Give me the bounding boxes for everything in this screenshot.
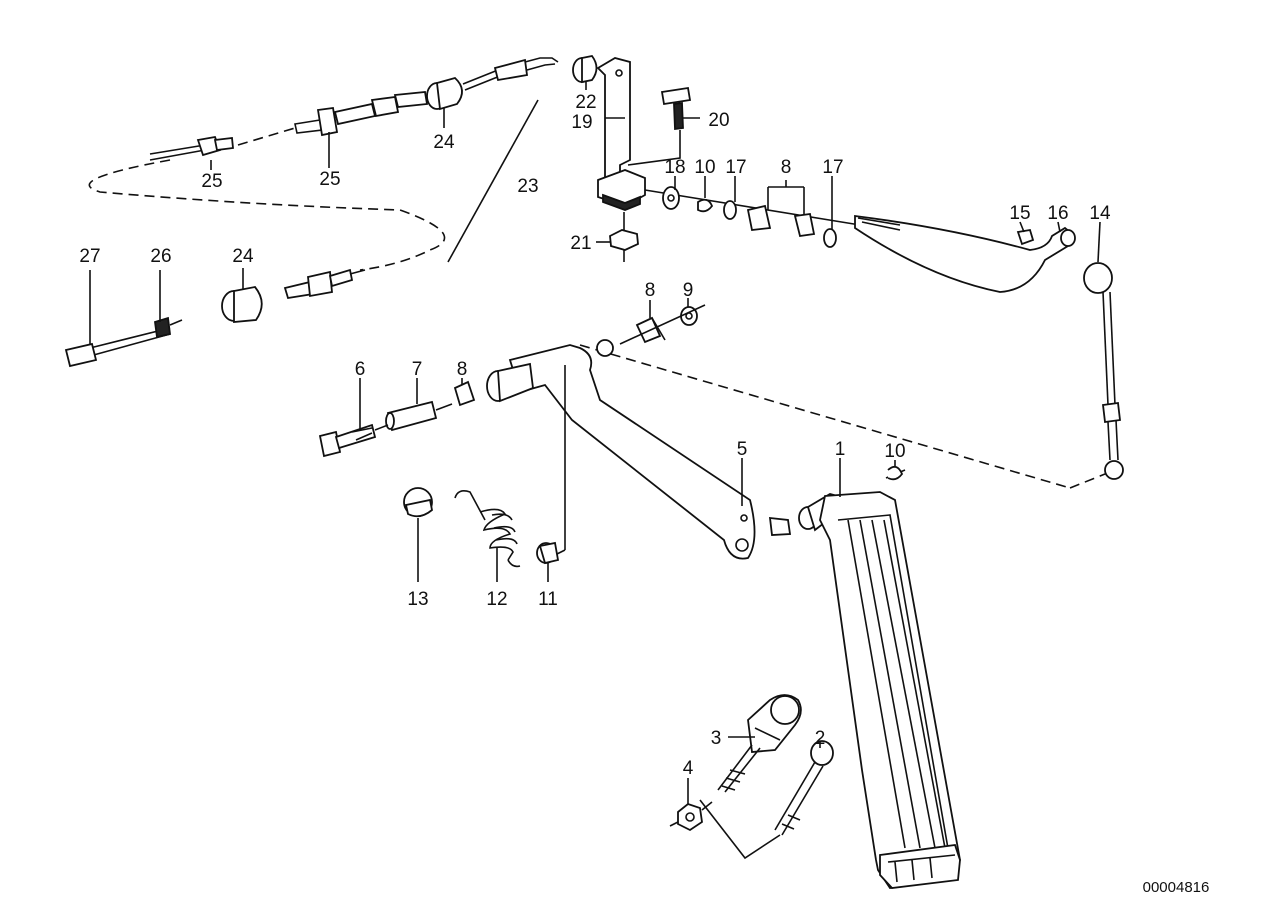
label-part-21: 21 bbox=[570, 233, 591, 254]
label-part-25-right: 25 bbox=[319, 169, 340, 190]
label-part-19: 19 bbox=[571, 112, 592, 133]
label-part-24-lower: 24 bbox=[232, 246, 254, 267]
label-part-20: 20 bbox=[708, 110, 729, 131]
label-part-16: 16 bbox=[1047, 203, 1068, 224]
label-part-18: 18 bbox=[664, 157, 685, 178]
pivot-bolt bbox=[318, 400, 453, 458]
label-part-23: 23 bbox=[517, 176, 538, 197]
label-part-24-upper: 24 bbox=[433, 132, 455, 153]
label-part-6: 6 bbox=[355, 359, 366, 380]
connecting-link bbox=[1083, 262, 1124, 480]
label-part-25-left: 25 bbox=[201, 171, 222, 192]
label-part-5: 5 bbox=[737, 439, 748, 460]
leader-lines bbox=[89, 82, 1101, 805]
accelerator-cable-lower bbox=[64, 268, 366, 368]
accelerator-pedal bbox=[798, 465, 961, 889]
linkage-rod bbox=[644, 186, 1076, 293]
label-part-8-rod: 8 bbox=[781, 157, 792, 178]
label-part-26: 26 bbox=[150, 246, 171, 267]
label-part-15: 15 bbox=[1009, 203, 1030, 224]
accelerator-cable-upper bbox=[149, 55, 598, 161]
label-part-4: 4 bbox=[683, 758, 694, 779]
pedal-lever bbox=[486, 339, 792, 560]
label-part-3: 3 bbox=[711, 728, 722, 749]
lever-fasteners bbox=[453, 304, 706, 407]
label-part-14: 14 bbox=[1089, 203, 1111, 224]
pedal-stop-assembly bbox=[669, 694, 834, 860]
label-part-12: 12 bbox=[486, 589, 507, 610]
spring-and-caps bbox=[403, 487, 560, 568]
label-part-8-upper: 8 bbox=[645, 280, 656, 301]
label-part-2: 2 bbox=[815, 728, 826, 749]
label-part-11: 11 bbox=[538, 589, 558, 610]
label-part-7: 7 bbox=[412, 359, 423, 380]
cable-bracket bbox=[596, 57, 692, 262]
label-part-13: 13 bbox=[407, 589, 428, 610]
part-labels: 1 2 3 4 5 6 7 8 8 8 9 10 10 11 12 13 14 … bbox=[79, 92, 1209, 896]
label-part-1: 1 bbox=[835, 439, 846, 460]
label-part-27: 27 bbox=[79, 246, 100, 267]
diagram-reference-number: 00004816 bbox=[1143, 879, 1210, 896]
label-part-10-rod: 10 bbox=[694, 157, 715, 178]
label-part-17-right: 17 bbox=[822, 157, 843, 178]
label-part-8-lever: 8 bbox=[457, 359, 468, 380]
label-part-22: 22 bbox=[575, 92, 596, 113]
label-part-17-left: 17 bbox=[725, 157, 746, 178]
label-part-10-pedal: 10 bbox=[884, 441, 905, 462]
label-part-9: 9 bbox=[683, 280, 694, 301]
